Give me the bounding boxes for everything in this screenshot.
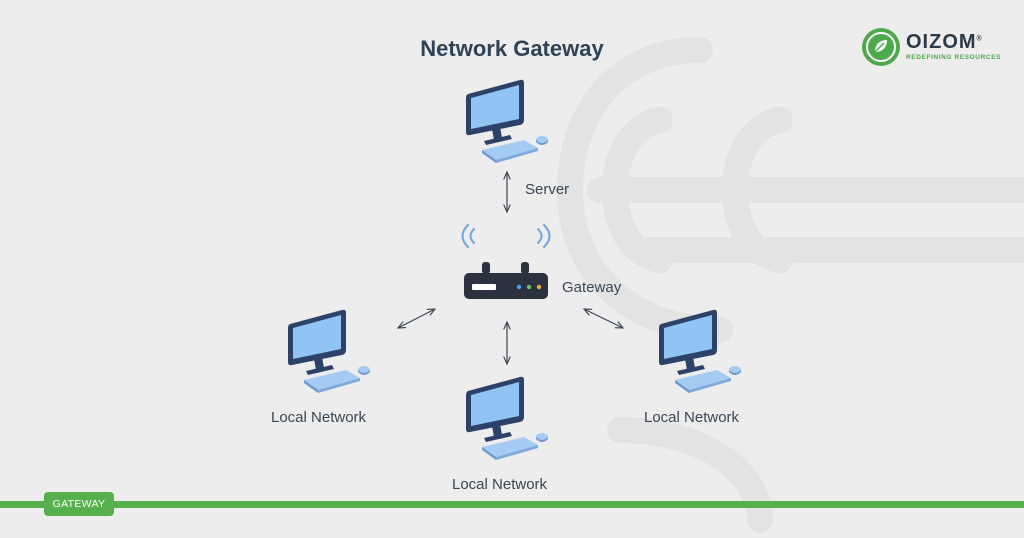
local-bottom-computer-icon (466, 376, 548, 460)
local-left-computer-icon (288, 309, 370, 393)
footer-bar (0, 501, 1024, 508)
local-network-left-label: Local Network (271, 409, 367, 426)
left-gateway-arrow (398, 309, 435, 328)
wifi-signal-icon (461, 224, 551, 248)
brand-name: OIZOM® (906, 31, 983, 53)
server-computer-icon (466, 79, 548, 163)
server-label: Server (525, 181, 570, 198)
brand-tagline: REDEFINING RESOURCES (906, 54, 1002, 61)
brand-logo: OIZOM® REDEFINING RESOURCES (862, 26, 1002, 70)
local-network-right-label: Local Network (644, 409, 740, 426)
local-network-bottom-label: Local Network (452, 476, 548, 493)
page-title: Network Gateway (420, 36, 604, 61)
gateway-label: Gateway (562, 279, 622, 296)
router-icon (464, 262, 548, 299)
right-gateway-arrow (584, 309, 623, 328)
local-right-computer-icon (659, 309, 741, 393)
footer-tag: GATEWAY (44, 492, 114, 516)
oizom-leaf-icon (862, 28, 900, 66)
